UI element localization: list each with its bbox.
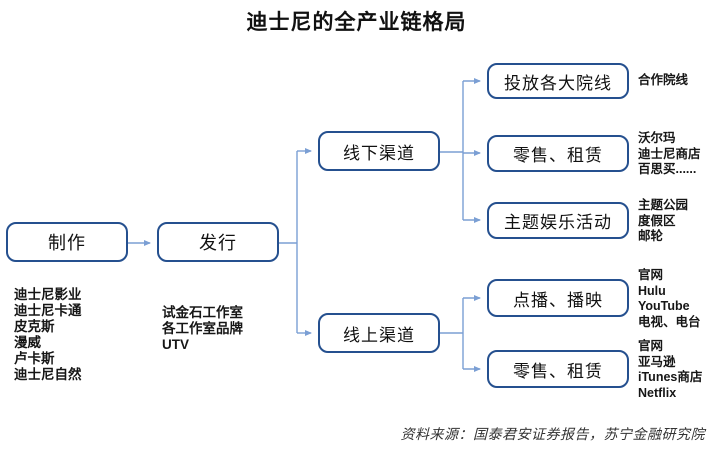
production-companies-list: 迪士尼影业 迪士尼卡通 皮克斯 漫威 卢卡斯 迪士尼自然	[14, 287, 82, 382]
node-distribution: 发行	[157, 222, 279, 262]
node-offline-channel: 线下渠道	[318, 131, 440, 171]
node-online-retail-rental: 零售、租赁	[487, 350, 629, 388]
node-offline-retail-rental: 零售、租赁	[487, 135, 629, 172]
node-online-channel: 线上渠道	[318, 313, 440, 353]
theater-partners-note: 合作院线	[638, 73, 689, 87]
online-retailers-note: 官网 亚马逊 iTunes商店 Netflix	[638, 339, 703, 400]
offline-retailers-note: 沃尔玛 迪士尼商店 百思买......	[638, 131, 701, 176]
node-theme-entertainment: 主题娱乐活动	[487, 202, 629, 239]
distribution-brands-list: 试金石工作室 各工作室品牌 UTV	[162, 305, 243, 352]
theme-venues-note: 主题公园 度假区 邮轮	[638, 198, 689, 243]
node-theater-release: 投放各大院线	[487, 63, 629, 99]
node-production: 制作	[6, 222, 128, 262]
diagram-title: 迪士尼的全产业链格局	[246, 11, 467, 34]
node-vod-broadcast: 点播、播映	[487, 279, 629, 317]
vod-platforms-note: 官网 Hulu YouTube 电视、电台	[638, 268, 701, 329]
source-citation: 资料来源：国泰君安证券报告，苏宁金融研究院	[400, 426, 705, 442]
